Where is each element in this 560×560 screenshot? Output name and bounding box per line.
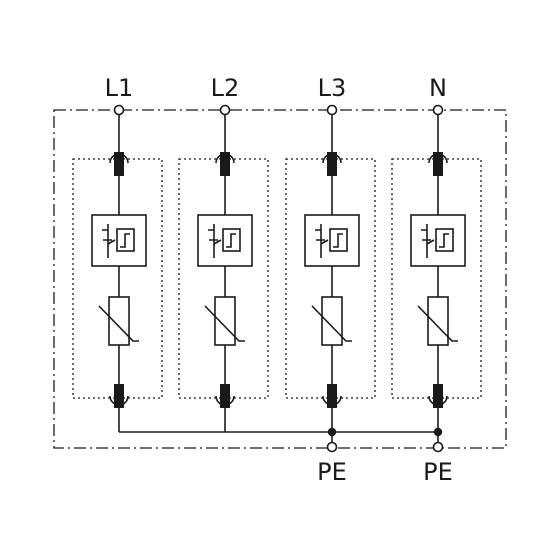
varistor-slash-icon [311, 305, 352, 342]
fuse-icon [433, 152, 443, 176]
varistor-icon [108, 296, 130, 346]
varistor-slash-icon [204, 305, 245, 342]
varistor-icon [214, 296, 236, 346]
fuse-icon [433, 384, 443, 408]
disconnector-switch-icon [208, 224, 222, 258]
disconnector-switch-icon [315, 224, 329, 258]
thermal-step-icon [120, 233, 130, 248]
varistor-icon [427, 296, 449, 346]
terminal-circle-icon [326, 104, 338, 116]
fuse-icon [327, 152, 337, 176]
thermal-step-icon [333, 233, 343, 248]
varistor-slash-icon [417, 305, 458, 342]
terminal-label-l1: L1 [105, 74, 134, 102]
protection-modules [72, 104, 482, 432]
thermal-step-icon [226, 233, 236, 248]
varistor-icon [321, 296, 343, 346]
terminal-label-pe-1: PE [317, 458, 347, 486]
module-outline-1 [72, 158, 163, 399]
module-outline-4 [391, 158, 482, 399]
junction-dot-icon [433, 427, 443, 437]
fuse-icon [327, 384, 337, 408]
module-outline-3 [285, 158, 376, 399]
terminal-circle-icon [432, 104, 444, 116]
module-outline-2 [178, 158, 269, 399]
terminal-circle-icon [432, 441, 444, 453]
terminal-label-pe-2: PE [423, 458, 453, 486]
disconnector-switch-icon [102, 224, 116, 258]
enclosure-outline [53, 109, 507, 449]
junction-dot-icon [327, 427, 337, 437]
terminal-circle-icon [113, 104, 125, 116]
disconnector-switch-icon [421, 224, 435, 258]
fuse-icon [114, 384, 124, 408]
thermal-step-icon [439, 233, 449, 248]
varistor-slash-icon [98, 305, 139, 342]
fuse-icon [114, 152, 124, 176]
fuse-icon [220, 384, 230, 408]
fuse-icon [220, 152, 230, 176]
terminal-label-l3: L3 [318, 74, 347, 102]
terminal-label-l2: L2 [211, 74, 240, 102]
terminal-circle-icon [326, 441, 338, 453]
terminal-circle-icon [219, 104, 231, 116]
terminal-label-n: N [429, 74, 447, 102]
